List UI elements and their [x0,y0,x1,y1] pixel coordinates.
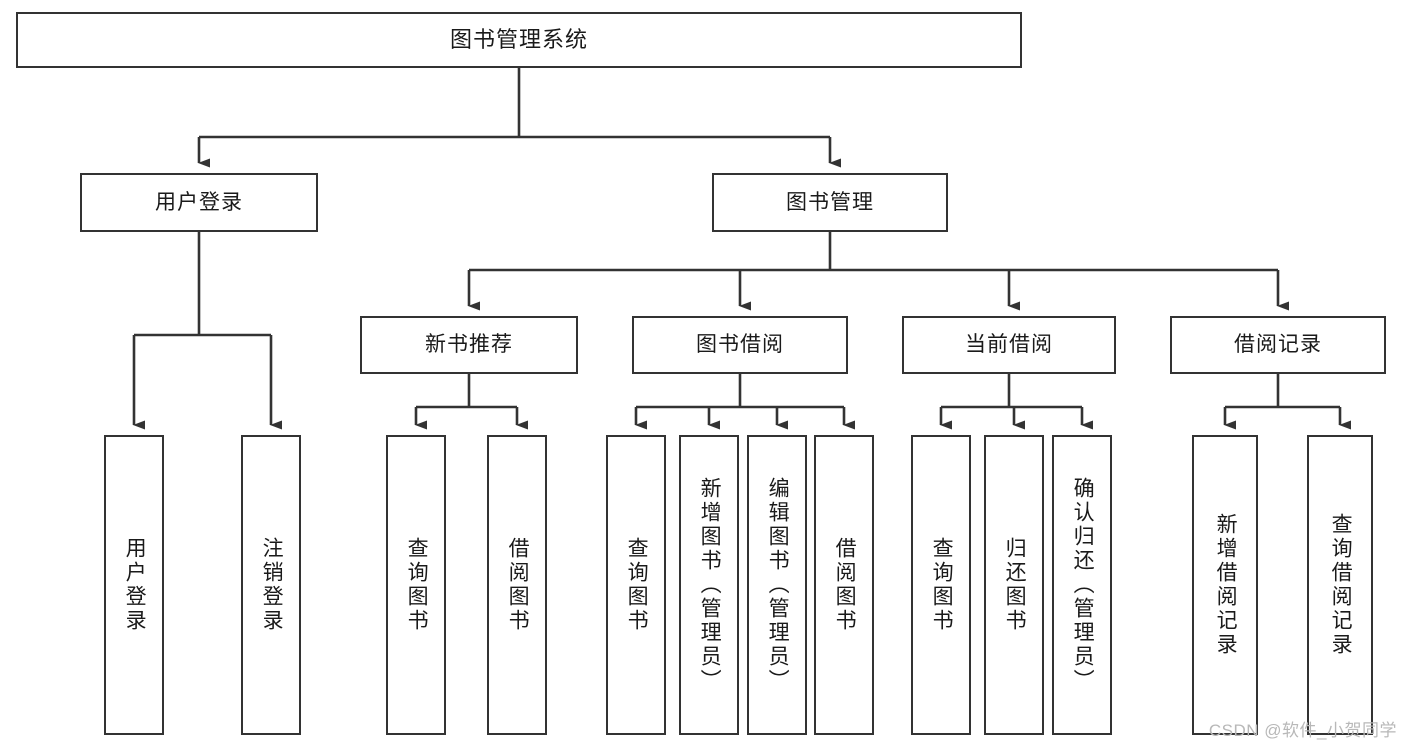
node-label: 编辑图书（管理员） [766,477,790,693]
node-label: 用户登录 [123,537,147,633]
leaf-confirm-return-admin[interactable]: 确认归还（管理员） [1052,435,1112,735]
node-label: 查询借阅记录 [1329,513,1353,657]
leaf-add-book-admin[interactable]: 新增图书（管理员） [679,435,739,735]
node-label: 借阅图书 [833,537,857,633]
csdn-watermark: CSDN @软件_小贺同学 [1208,721,1397,740]
node-label: 新增借阅记录 [1214,513,1238,657]
leaf-edit-book-admin[interactable]: 编辑图书（管理员） [747,435,807,735]
node-label: 图书管理 [786,190,874,214]
leaf-borrow-books[interactable]: 借阅图书 [814,435,874,735]
node-label: 注销登录 [260,537,284,633]
node-book-borrow[interactable]: 图书借阅 [632,316,848,374]
node-label: 确认归还（管理员） [1071,477,1095,693]
node-borrow-records[interactable]: 借阅记录 [1170,316,1386,374]
leaf-query-borrow-record[interactable]: 查询借阅记录 [1307,435,1373,735]
node-book-management[interactable]: 图书管理 [712,173,948,232]
leaf-query-books-current[interactable]: 查询图书 [911,435,971,735]
leaf-borrow-books-new[interactable]: 借阅图书 [487,435,547,735]
node-current-borrow[interactable]: 当前借阅 [902,316,1116,374]
node-label: 查询图书 [625,537,649,633]
leaf-logout[interactable]: 注销登录 [241,435,301,735]
node-new-book-recommend[interactable]: 新书推荐 [360,316,578,374]
leaf-user-login[interactable]: 用户登录 [104,435,164,735]
node-label: 查询图书 [930,537,954,633]
node-label: 图书借阅 [696,333,784,357]
node-label: 新增图书（管理员） [698,477,722,693]
leaf-add-borrow-record[interactable]: 新增借阅记录 [1192,435,1258,735]
node-label: 当前借阅 [965,333,1053,357]
node-label: 查询图书 [405,537,429,633]
leaf-return-books[interactable]: 归还图书 [984,435,1044,735]
node-label: 借阅图书 [506,537,530,633]
node-label: 图书管理系统 [449,26,588,52]
node-label: 归还图书 [1003,537,1027,633]
node-root-system[interactable]: 图书管理系统 [16,12,1022,68]
leaf-query-books-new[interactable]: 查询图书 [386,435,446,735]
node-label: 用户登录 [155,190,243,214]
leaf-query-books-borrow[interactable]: 查询图书 [606,435,666,735]
node-label: 借阅记录 [1234,333,1322,357]
node-user-login[interactable]: 用户登录 [80,173,318,232]
node-label: 新书推荐 [425,333,513,357]
